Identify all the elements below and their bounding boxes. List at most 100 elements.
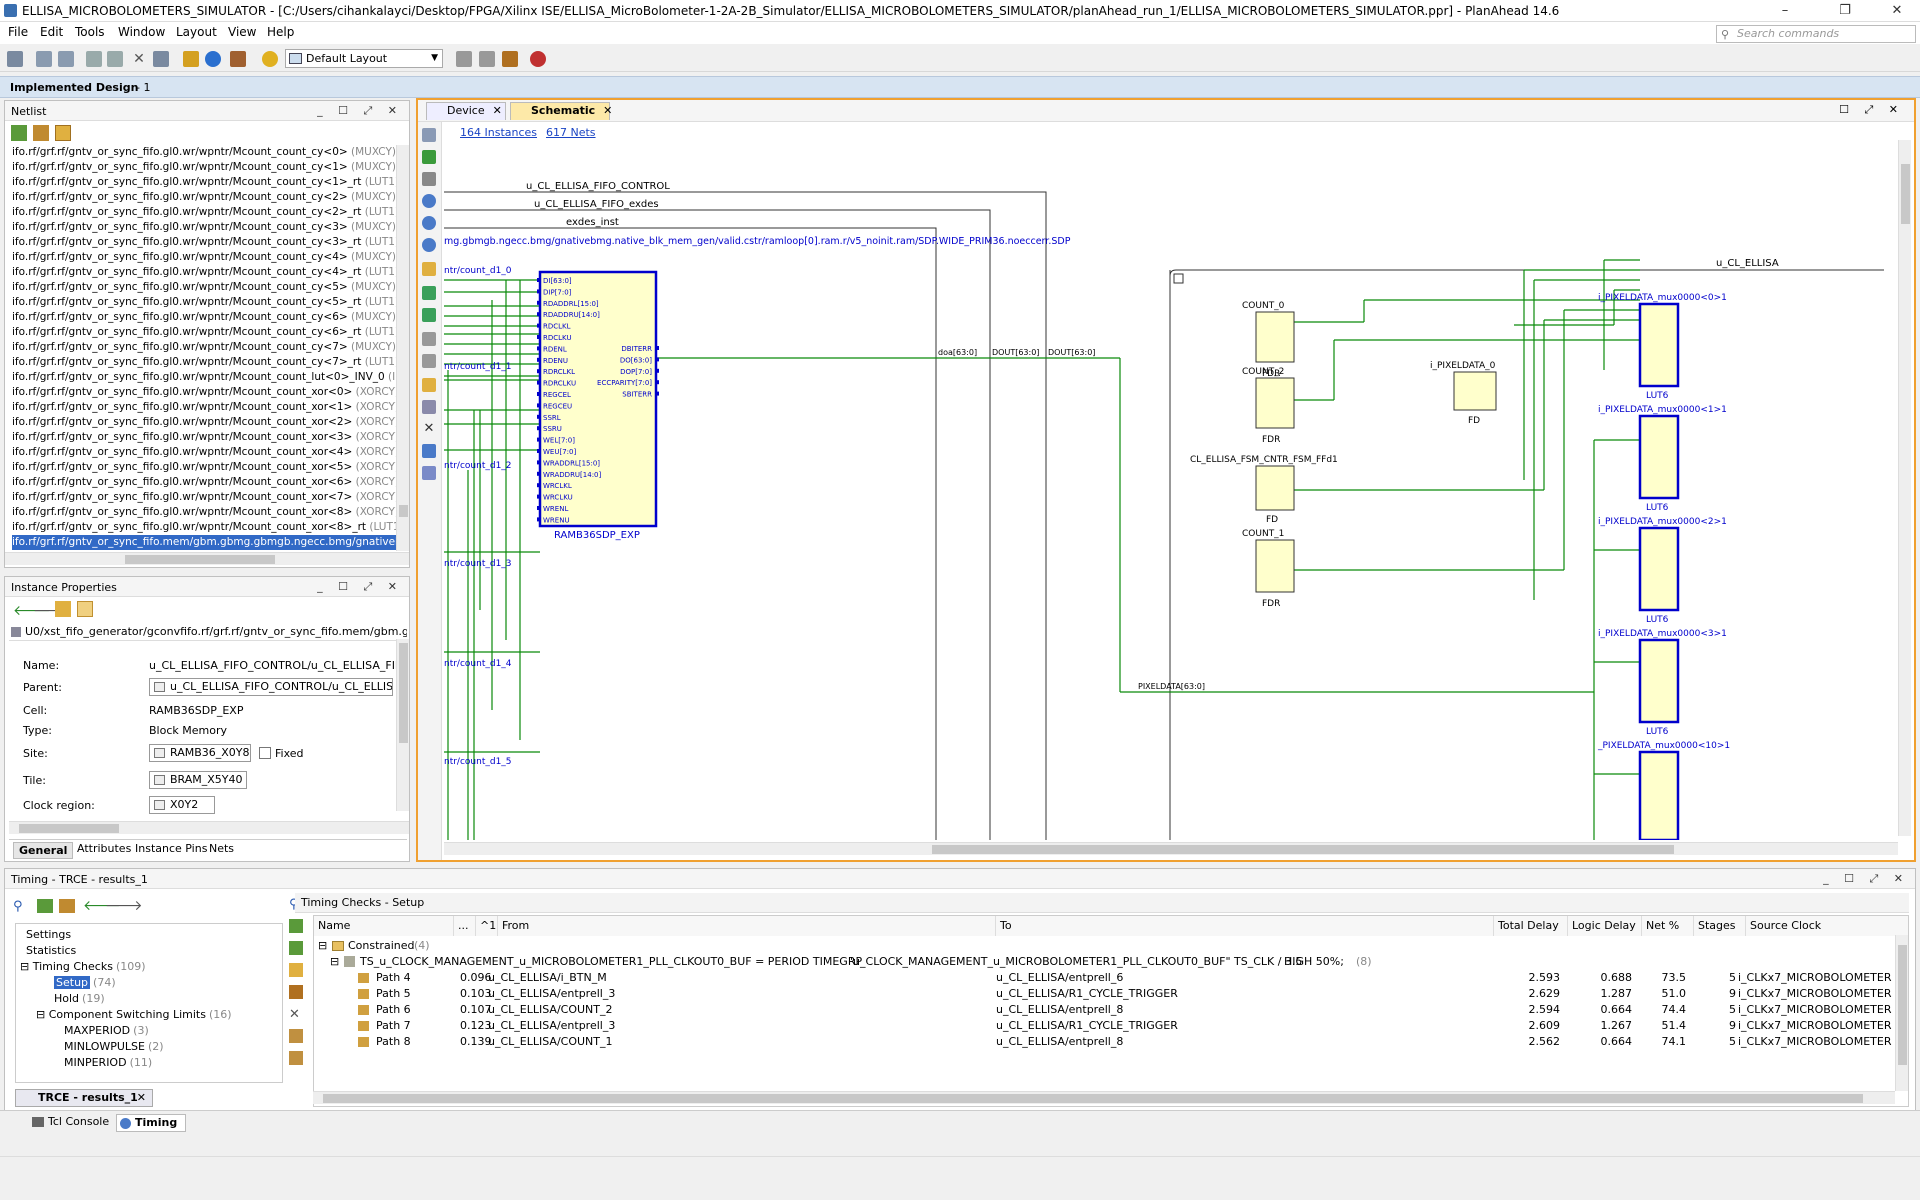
table-group-row[interactable]: ⊟ Constrained (4) (314, 938, 1894, 954)
netlist-row[interactable]: ifo.rf/grf.rf/gntv_or_sync_fifo.gl0.wr/w… (12, 265, 397, 280)
highlight-icon[interactable] (289, 963, 303, 977)
collapse-all-icon[interactable] (59, 899, 75, 913)
netlist-row[interactable]: ifo.rf/grf.rf/gntv_or_sync_fifo.gl0.wr/w… (12, 490, 397, 505)
props-hscroll[interactable] (9, 821, 409, 834)
timing-tree-item[interactable]: ⊟ Timing Checks(109) (20, 960, 146, 973)
tab-timing[interactable]: Timing (116, 1114, 187, 1132)
tab-attributes[interactable]: Attributes (77, 842, 132, 855)
highlight-icon[interactable] (422, 378, 436, 392)
col-source-clock[interactable]: Source Clock (1746, 916, 1908, 936)
maximize-button[interactable]: ❐ (1839, 3, 1851, 18)
timing-hscroll[interactable] (313, 1091, 1895, 1104)
menu-help[interactable]: Help (267, 25, 295, 39)
ff-count1[interactable]: COUNT_1 FDR (1242, 529, 1295, 609)
collapse-cell-icon[interactable] (422, 308, 436, 322)
netlist-row[interactable]: ifo.rf/grf.rf/gntv_or_sync_fifo.gl0.wr/w… (12, 280, 396, 295)
schematic-hscroll[interactable] (444, 842, 1898, 855)
tab-nets[interactable]: Nets (209, 842, 235, 855)
zoom-in-icon[interactable] (422, 194, 436, 208)
props-vscroll-thumb[interactable] (399, 643, 408, 743)
parent-field[interactable]: u_CL_ELLISA_FIFO_CONTROL/u_CL_ELLISA_ (149, 678, 393, 696)
timing-tree-item[interactable]: Setup(74) (54, 976, 116, 989)
netlist-row[interactable]: ifo.rf/grf.rf/gntv_or_sync_fifo.gl0.wr/w… (12, 385, 397, 400)
props-hscroll-thumb[interactable] (19, 824, 119, 833)
timing-tree-item[interactable]: Hold(19) (54, 992, 105, 1005)
mark-icon[interactable] (289, 985, 303, 999)
netlist-row[interactable]: ifo.rf/grf.rf/gntv_or_sync_fifo.gl0.wr/w… (12, 250, 396, 265)
close-icon[interactable]: ✕ (136, 1091, 146, 1104)
undo-icon[interactable] (36, 51, 52, 67)
help-icon[interactable] (530, 51, 546, 67)
netlist-row[interactable]: ifo.rf/grf.rf/gntv_or_sync_fifo.gl0.wr/w… (12, 505, 397, 520)
netlist-row[interactable]: ifo.rf/grf.rf/gntv_or_sync_fifo.gl0.wr/w… (12, 325, 397, 340)
search-icon[interactable]: ⚲ (13, 899, 23, 914)
netlist-row[interactable]: ifo.rf/grf.rf/gntv_or_sync_fifo.gl0.wr/w… (12, 475, 397, 490)
netlist-row[interactable]: ifo.rf/grf.rf/gntv_or_sync_fifo.gl0.wr/w… (12, 520, 397, 535)
timing-tree-item[interactable]: MAXPERIOD(3) (64, 1024, 149, 1037)
lut-mux10[interactable]: _PIXELDATA_mux0000<10>1 (1597, 741, 1730, 840)
add-icon[interactable] (422, 332, 436, 346)
netlist-row[interactable]: ifo.rf/grf.rf/gntv_or_sync_fifo.gl0.wr/w… (12, 205, 397, 220)
netlist-row[interactable]: ifo.rf/grf.rf/gntv_or_sync_fifo.gl0.wr/w… (12, 400, 397, 415)
delete-icon[interactable]: ✕ (289, 1007, 300, 1022)
paste-icon[interactable] (107, 51, 123, 67)
layout-icon[interactable] (262, 51, 278, 67)
tab-tcl-console[interactable]: Tcl Console (30, 1114, 109, 1132)
tab-device[interactable]: Device✕ (426, 102, 506, 120)
redo-icon[interactable] (58, 51, 74, 67)
zoom-fit-icon[interactable] (422, 238, 436, 252)
menu-window[interactable]: Window (118, 25, 166, 39)
props-vscroll[interactable] (396, 639, 409, 811)
ff-fsm[interactable]: CL_ELLISA_FSM_CNTR_FSM_FFd1 FD (1190, 455, 1338, 525)
col-stages[interactable]: Stages (1694, 916, 1746, 936)
col-to[interactable]: To (996, 916, 1494, 936)
remove-icon[interactable] (422, 354, 436, 368)
col-more[interactable]: ... (454, 916, 476, 936)
filter-icon[interactable] (55, 125, 71, 141)
netlist-vscroll-thumb[interactable] (399, 505, 408, 517)
lut-mux0[interactable]: i_PIXELDATA_mux0000<0>1 LUT6 (1598, 293, 1727, 401)
tab-schematic[interactable]: Schematic✕ (510, 102, 612, 120)
pin-icon[interactable] (502, 51, 518, 67)
back-icon[interactable]: 🡐 (13, 603, 51, 619)
ramb-cell[interactable] (538, 270, 658, 528)
timing-vscroll[interactable] (1895, 935, 1908, 1091)
timing-tree-item[interactable]: Statistics (26, 944, 79, 957)
timing-vscroll-thumb[interactable] (1898, 945, 1907, 1065)
forward-icon[interactable]: 🡒 (105, 898, 143, 914)
mark-icon[interactable] (422, 400, 436, 414)
settings-icon[interactable] (230, 51, 246, 67)
menu-edit[interactable]: Edit (40, 25, 64, 39)
netlist-row[interactable]: ifo.rf/grf.rf/gntv_or_sync_fifo.gl0.wr/w… (12, 190, 396, 205)
results-tab[interactable]: TRCE - results_1 ✕ (15, 1089, 153, 1107)
netlist-row[interactable]: ifo.rf/grf.rf/gntv_or_sync_fifo.gl0.wr/w… (12, 145, 396, 160)
netlist-row[interactable]: ifo.rf/grf.rf/gntv_or_sync_fifo.gl0.wr/w… (12, 310, 396, 325)
refresh-icon[interactable] (55, 601, 71, 617)
ff-pixeldata0[interactable]: i_PIXELDATA_0 FD (1430, 361, 1497, 426)
schematic-hscroll-thumb[interactable] (932, 845, 1674, 854)
col-from[interactable]: From (498, 916, 996, 936)
site-field[interactable]: RAMB36_X0Y8 (149, 744, 251, 762)
netlist-row[interactable]: ifo.rf/grf.rf/gntv_or_sync_fifo.gl0.wr/w… (12, 235, 397, 250)
menu-tools[interactable]: Tools (75, 25, 105, 39)
select-icon[interactable] (77, 601, 93, 617)
fixed-checkbox[interactable] (259, 747, 271, 759)
save-icon[interactable] (7, 51, 23, 67)
instances-link-text[interactable]: 164 Instances (460, 126, 538, 139)
check-icon[interactable] (205, 51, 221, 67)
settings-icon[interactable] (422, 466, 436, 480)
properties-icon[interactable] (153, 51, 169, 67)
select-area-icon[interactable] (422, 262, 436, 276)
zoom-out-icon[interactable] (422, 216, 436, 230)
forward-icon[interactable] (422, 172, 436, 186)
run-icon[interactable] (183, 51, 199, 67)
table-constraint-row[interactable]: ⊟ TS_u_CLOCK_MANAGEMENT_u_MICROBOLOMETER… (314, 954, 1894, 970)
schematic-vscroll[interactable] (1898, 140, 1911, 836)
netlist-row[interactable]: ifo.rf/grf.rf/gntv_or_sync_fifo.gl0.wr/w… (12, 340, 396, 355)
search-icon[interactable]: ⚲ (289, 897, 299, 912)
collapse-box-icon[interactable] (1173, 273, 1184, 284)
netlist-row[interactable]: ifo.rf/grf.rf/gntv_or_sync_fifo.gl0.wr/w… (12, 220, 396, 235)
col-slack[interactable]: ^1 (476, 916, 498, 936)
expand-cell-icon[interactable] (422, 286, 436, 300)
tile-field[interactable]: BRAM_X5Y40 (149, 771, 247, 789)
